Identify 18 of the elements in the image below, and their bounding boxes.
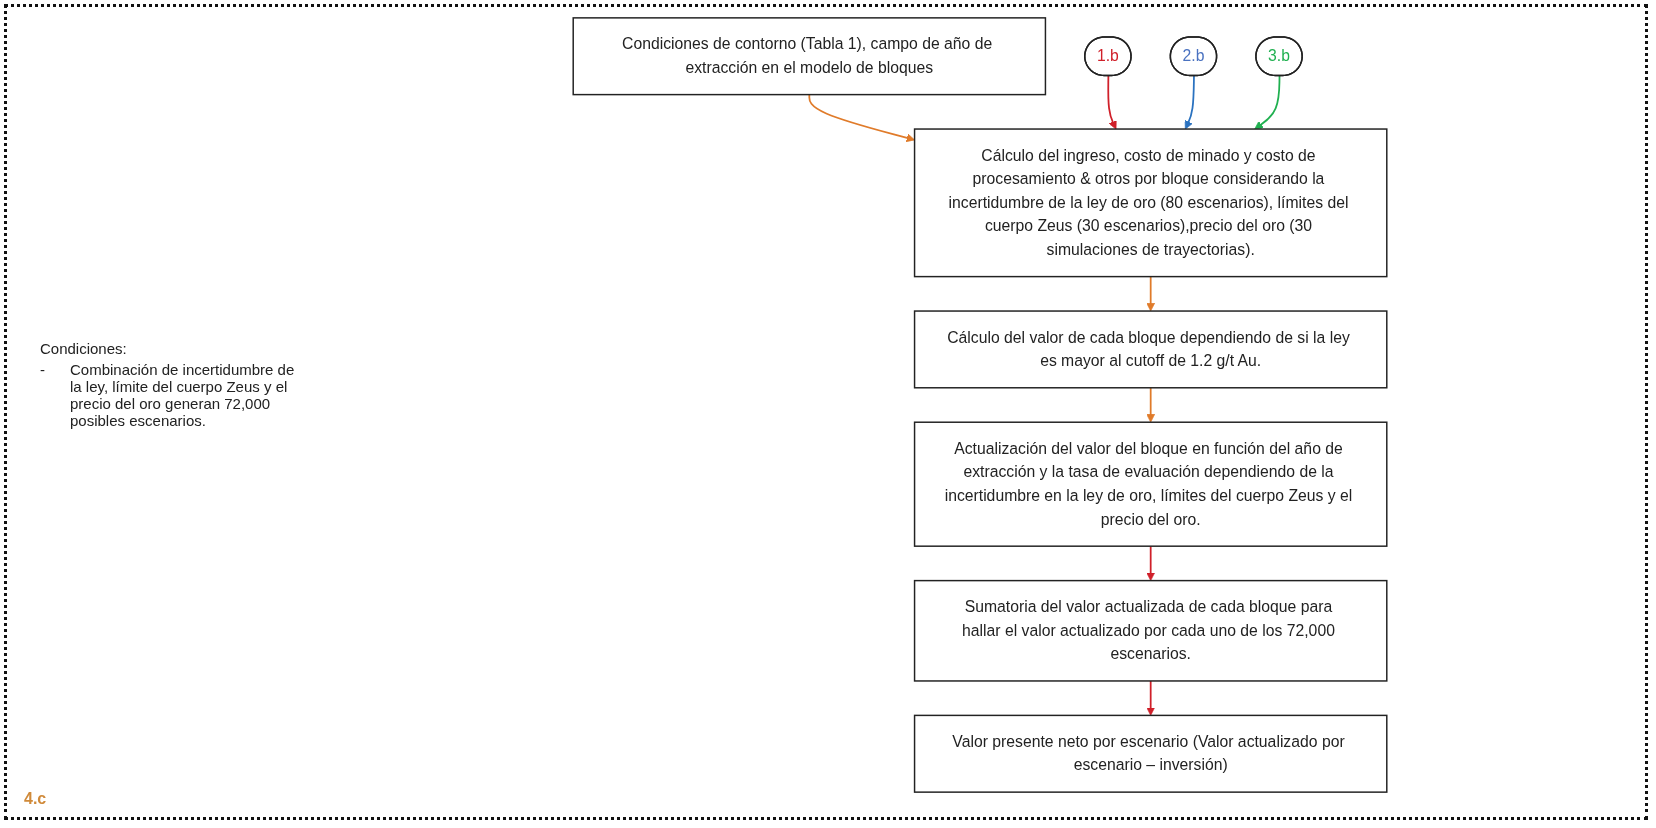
arrow	[808, 93, 915, 143]
bullet-mark: -	[40, 361, 46, 380]
node-box: Condiciones de contorno (Tabla 1), campo de año de extracción en el modelo de bloques	[572, 17, 1047, 96]
node-box: Valor presente neto por escenario (Valor actualizado por escenario – inversión)	[913, 714, 1388, 793]
node-box: Cálculo del valor de cada bloque dependiendo de si la ley es mayor al cutoff de 1.2 g/t Au.	[913, 310, 1388, 389]
node-box: Cálculo del ingreso, costo de minado y costo de procesamiento & otros por bloque considerando la incertidumbre de la ley de oro (80 escenarios), límites del cuerpo Zeus (30 escenarios),precio del oro (30 simulaciones de trayectorias).	[913, 128, 1388, 278]
arrow	[1146, 545, 1155, 581]
arrow	[1107, 75, 1117, 130]
note-heading: Condiciones:	[40, 340, 128, 357]
arrow	[1146, 275, 1155, 312]
arrow	[1184, 75, 1195, 130]
arrow	[1146, 680, 1155, 716]
figure-label: 4.c	[24, 790, 47, 808]
node-box: Actualización del valor del bloque en función del año de extracción y la tasa de evaluación dependiendo de la incertidumbre en la ley de oro, límites del cuerpo Zeus y el precio del oro.	[913, 421, 1388, 547]
arrow	[1254, 75, 1281, 130]
node-box: Sumatoria del valor actualizada de cada bloque para hallar el valor actualizado por cada uno de los 72,000 escenarios.	[913, 579, 1388, 682]
arrow	[1146, 386, 1155, 423]
note-text: Combinación de incertidumbre de la ley, límite del cuerpo Zeus y el precio del oro generan 72,000 posibles escenarios.	[70, 361, 296, 429]
